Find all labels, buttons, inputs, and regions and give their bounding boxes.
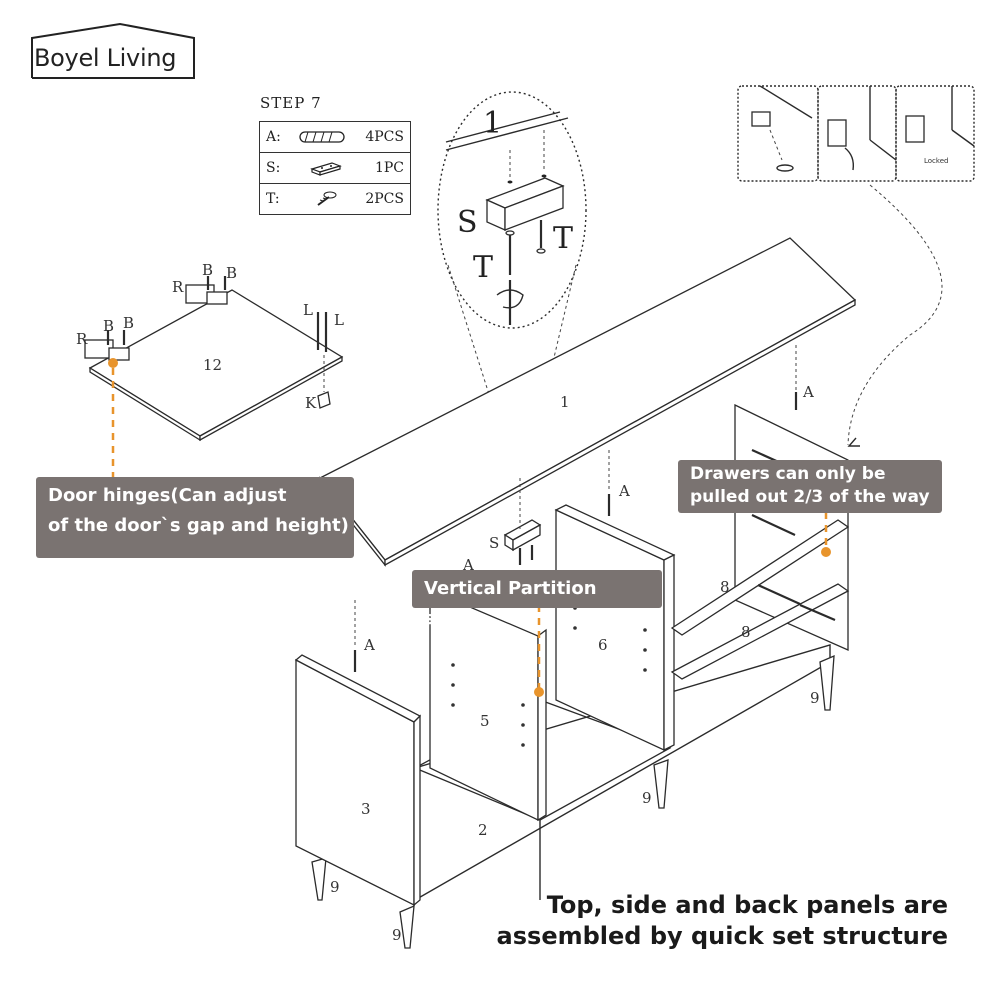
dowel-icon <box>299 131 346 143</box>
door-panel <box>84 276 344 442</box>
screw-icon <box>317 191 337 206</box>
shelf-number: 8 <box>741 623 751 641</box>
leg-number: 9 <box>392 926 402 944</box>
hinge-label: R <box>172 278 184 296</box>
leg-number: 9 <box>642 789 652 807</box>
door-number: 12 <box>203 356 222 374</box>
detail-panel-number: 1 <box>483 106 502 141</box>
panel-number-partition: 5 <box>480 712 490 730</box>
leg-number: 9 <box>810 689 820 707</box>
lock-inset <box>737 85 975 447</box>
detail-block-label: S <box>457 205 478 240</box>
partition-marker <box>534 687 544 697</box>
leg-number: 9 <box>330 878 340 896</box>
connector-block-icon <box>310 162 343 176</box>
hinge-marker <box>108 358 118 368</box>
callout-partition-shelf: Vertical Partition shelf <box>412 570 662 629</box>
hinge-label: B <box>103 317 114 335</box>
brand-logo <box>31 22 195 79</box>
part-key: T: <box>266 191 280 207</box>
panel-number-middle: 6 <box>598 636 608 654</box>
parts-row: T: 2PCS <box>259 183 411 215</box>
caption-line: Top, side and back panels are <box>546 891 948 919</box>
lock-label: Locked <box>924 157 948 165</box>
callout-line: of the door`s gap and height) <box>48 515 349 536</box>
part-qty: 2PCS <box>365 191 404 207</box>
cabinet <box>294 237 857 949</box>
parts-row: S: 1PC <box>259 152 411 184</box>
drawer-marker <box>821 547 831 557</box>
callout-line: pulled out 2/3 of the way <box>690 487 930 507</box>
panel-number-top: 1 <box>560 393 570 411</box>
hinge-label: B <box>123 314 134 332</box>
callout-line: Door hinges(Can adjust <box>48 485 287 506</box>
detail-screw-label: T <box>473 250 493 285</box>
hinge-label: B <box>226 264 237 282</box>
connector-label: S <box>489 534 499 552</box>
callout-drawers: Drawers can only be pulled out 2/3 of th… <box>678 460 942 513</box>
bracket-label: K <box>305 394 317 412</box>
step-title: STEP 7 <box>260 94 322 112</box>
screw-label: L <box>334 311 344 329</box>
assembly-caption: Top, side and back panels are assembled … <box>497 890 948 952</box>
part-key: A: <box>266 129 281 145</box>
hinge-label: R <box>76 330 88 348</box>
part-key: S: <box>266 160 281 176</box>
brand-name: Boyel Living <box>34 44 177 72</box>
parts-table: A: 4PCS S: 1PC T: <box>259 121 411 215</box>
parts-row: A: 4PCS <box>259 121 411 153</box>
dowel-label: A <box>462 556 474 574</box>
panel-number-bottom: 2 <box>478 821 488 839</box>
dowel-label: A <box>363 636 375 654</box>
callout-line: Drawers can only be <box>690 464 886 484</box>
panel-number-side: 3 <box>361 800 371 818</box>
part-qty: 4PCS <box>365 129 404 145</box>
detail-screw-label: T <box>553 221 573 256</box>
callout-line: Vertical Partition shelf <box>424 578 597 629</box>
caption-line: assembled by quick set structure <box>496 922 948 950</box>
dowel-label: A <box>618 482 630 500</box>
dowel-label: A <box>802 383 814 401</box>
hinge-label: B <box>202 261 213 279</box>
screw-label: L <box>303 301 313 319</box>
part-qty: 1PC <box>374 160 404 176</box>
callout-door-hinges: Door hinges(Can adjust of the door`s gap… <box>36 477 354 558</box>
shelf-number: 8 <box>720 578 730 596</box>
